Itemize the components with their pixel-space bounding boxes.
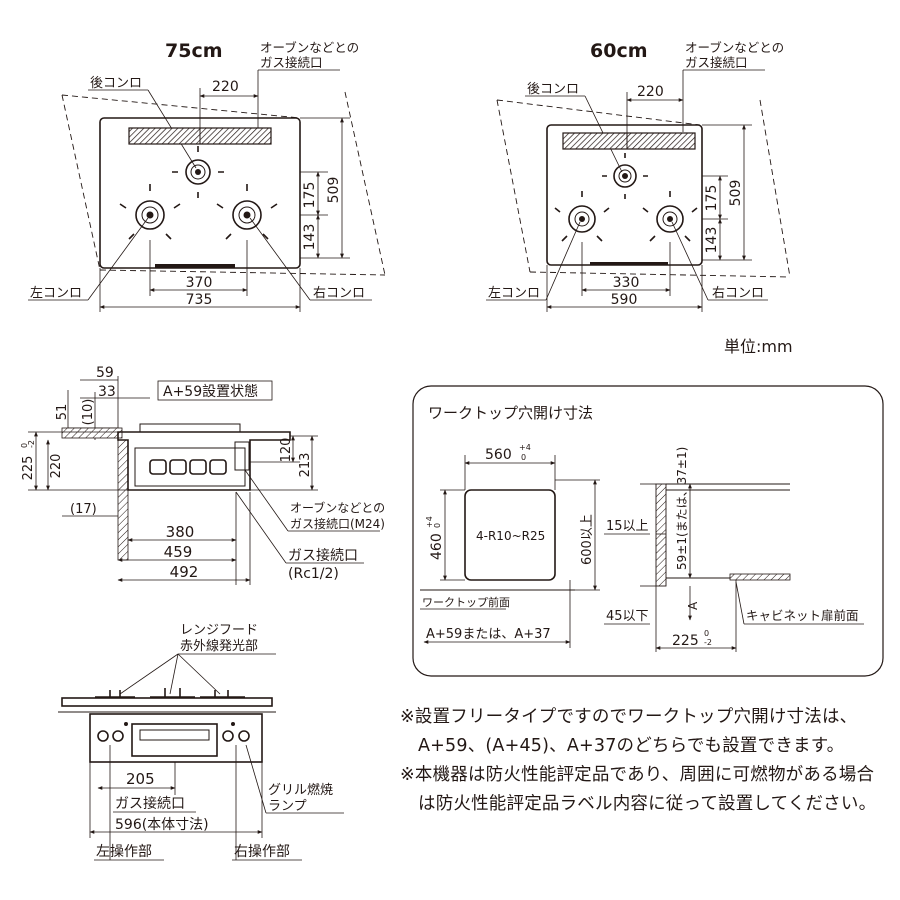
cutout-front-edge: ワークトップ前面 [422,595,510,609]
front-body [89,713,263,763]
top75-rear-burner-label: 後コンロ [90,76,142,91]
side-dim-213: 213 [298,453,313,478]
side-dim-120: 120 [279,438,294,463]
side-dim-59: 59 [96,365,114,381]
front-hood-label-2: 赤外線発光部 [180,638,258,654]
top75-dim-735: 735 [186,292,213,308]
front-grill-label-2: ランプ [268,799,307,814]
side-view: 59 33 A+59設置状態 51 (10) 225 0 -2 220 [20,365,385,585]
side-appliance-body [117,431,291,491]
top75-gas-label-2: ガス接続口 [260,55,323,70]
front-right-op-label: 右操作部 [234,844,290,860]
cutout-cabinet-label: キャビネット扉前面 [746,608,859,623]
top60-dim-143: 143 [704,227,720,254]
top75-title: 75cm [165,40,223,62]
top75-gas-label-1: オーブンなどとの [260,40,359,55]
cutout-a-label: A [686,601,700,610]
top60-dim-590: 590 [611,292,638,308]
front-left-op-label: 左操作部 [96,844,152,860]
cutout-dim-600: 600以上 [580,514,595,565]
cutout-dim-560-tol-top: +4 [519,443,531,452]
cutout-dim-45: 45以下 [606,609,649,624]
top60-left-burner-icon [554,191,610,242]
cutout-dim-225: 225 [672,633,699,649]
top75-dim-220: 220 [212,79,239,95]
unit-label: 単位:mm [724,337,793,356]
top75-dim-509: 509 [326,177,342,204]
top60-right-burner-icon [642,191,698,242]
cutout-dim-460-tol-bot: 0 [433,523,442,528]
top75-dim-370: 370 [186,275,213,291]
top-view-75cm: 75cm オーブンなどとの ガス接続口 後コンロ [28,40,386,312]
top60-left-burner-label: 左コンロ [488,286,540,301]
front-top-plate [61,697,273,707]
top75-left-burner-label: 左コンロ [30,286,82,301]
top60-dim-175: 175 [704,185,720,212]
top60-title: 60cm [590,40,648,62]
top75-left-burner-icon [119,184,181,240]
note-1: ※設置フリータイプですのでワークトップ穴開け寸法は、A+59、(A+45)、A+… [400,707,858,756]
front-dim-205: 205 [126,770,155,788]
cutout-dim-225-tol-top: 0 [704,629,709,638]
cutout-hole [464,489,556,581]
side-gas-label-2: ガス接続口(M24) [290,516,385,531]
side-gas-conn-2: (Rc1/2) [288,566,339,582]
top75-dim-175: 175 [302,182,318,209]
cutout-worktop-section [655,483,667,587]
notes: ※設置フリータイプですのでワークトップ穴開け寸法は、A+59、(A+45)、A+… [400,703,880,819]
front-view: レンジフード 赤外線発光部 205 ガス接続口 596(本体寸法) 左操作部 [58,623,344,861]
top60-dim-220: 220 [637,84,664,100]
top75-rear-burner-icon [172,146,224,198]
top60-right-burner-label: 右コンロ [712,286,764,301]
cutout-dim-15: 15以上 [606,519,649,534]
side-dim-225-tol-top: 0 [20,443,29,448]
cutout-dim-460-tol-top: +4 [425,516,434,528]
top60-rear-burner-label: 後コンロ [527,82,579,97]
top60-gas-label-2: ガス接続口 [685,55,748,70]
side-gas-conn-1: ガス接続口 [288,547,358,564]
top75-right-burner-label: 右コンロ [313,286,365,301]
top-view-60cm: 60cm オーブンなどとの ガス接続口 後コンロ 220 [486,40,791,312]
cutout-panel: ワークトップ穴開け寸法 560 +4 0 460 +4 0 4-R10~R25 … [412,385,884,677]
cutout-dim-560-tol-bot: 0 [521,453,526,462]
side-dim-492: 492 [170,563,199,581]
top75-right-burner-icon [216,184,278,240]
cutout-dim-59-37: 59±1(または、37±1) [675,447,689,570]
top60-dim-509: 509 [728,180,744,207]
cutout-dim-225-tol-bot: -2 [704,638,712,647]
side-dim-225-tol-bot: -2 [27,440,36,448]
front-gas-conn-label: ガス接続口 [115,795,185,812]
side-dim-10: (10) [81,399,96,426]
cutout-a-values: A+59または、A+37 [426,627,551,642]
side-dim-17: (17) [70,502,97,517]
front-hood-label-1: レンジフード [180,623,258,638]
top60-gas-label-1: オーブンなどとの [685,40,784,55]
note-2: ※本機器は防火性能評定品であり、周囲に可燃物がある場合は防火性能評定品ラベル内容… [400,765,877,814]
cutout-dim-560: 560 [485,447,512,463]
top60-dim-330: 330 [613,275,640,291]
cutout-radius: 4-R10~R25 [476,529,545,543]
side-state-label: A+59設置状態 [163,384,258,400]
front-grill-door [131,723,218,757]
cutout-title: ワークトップ穴開け寸法 [428,404,593,422]
cutout-dim-460: 460 [429,533,445,560]
top60-rear-burner-icon [602,153,648,199]
front-body-dim: 596(本体寸法) [115,817,209,833]
cutout-frame [412,385,884,677]
side-dim-220: 220 [49,454,64,479]
side-dim-459: 459 [164,543,193,561]
side-dim-380: 380 [166,523,195,541]
top60-vent [562,132,696,150]
side-dim-33: 33 [98,384,116,400]
side-dim-225: 225 [21,456,36,481]
front-grill-label-1: グリル燃焼 [268,782,333,798]
side-dim-51: 51 [55,404,70,421]
top75-dim-143: 143 [302,224,318,251]
side-gas-label-1: オーブンなどとの [290,500,385,515]
